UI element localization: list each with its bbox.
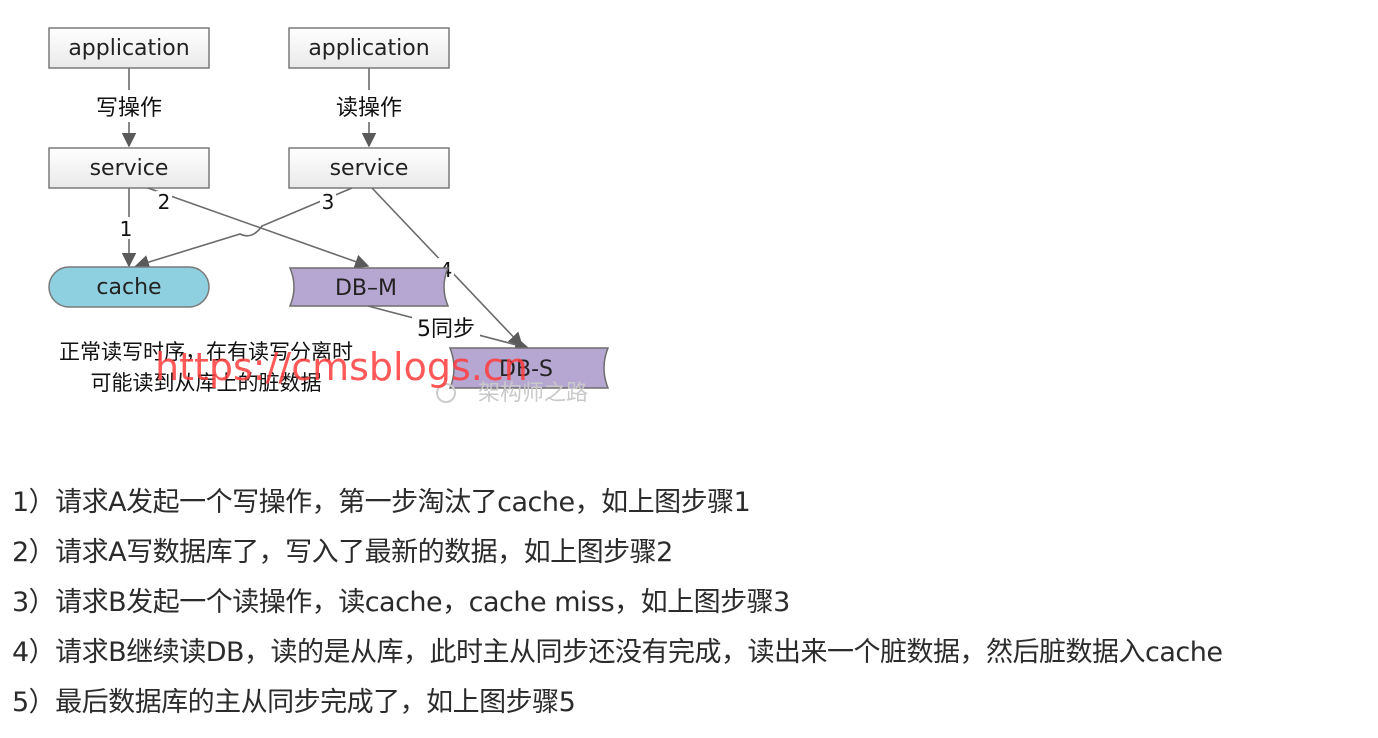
cache-db-sequence-diagram: application application 写操作 读操作 service … bbox=[48, 27, 610, 406]
application-right-label: application bbox=[308, 36, 429, 61]
db-slave-label: DB-S bbox=[499, 357, 553, 382]
faint-watermark: 架构师之路 bbox=[478, 381, 588, 406]
application-right-node: application bbox=[288, 27, 450, 69]
step-list: 1）请求A发起一个写操作，第一步淘汰了cache，如上图步骤1 2）请求A写数据… bbox=[12, 478, 1223, 728]
wechat-watermark-icon bbox=[436, 383, 456, 403]
step2-label: 2 bbox=[158, 190, 171, 214]
step3-label: 3 bbox=[322, 190, 335, 214]
step-item-3: 3）请求B发起一个读操作，读cache，cache miss，如上图步骤3 bbox=[12, 587, 790, 618]
db-master-label: DB–M bbox=[335, 276, 397, 301]
db-master-node: DB–M bbox=[288, 267, 450, 307]
step2-arrow bbox=[147, 187, 370, 269]
read-op-label: 读操作 bbox=[336, 96, 402, 121]
step5-sync-label: 5同步 bbox=[417, 317, 475, 342]
diagram-caption-line2: 可能读到从库上的脏数据 bbox=[91, 371, 322, 395]
service-left-node: service bbox=[48, 147, 210, 189]
step-item-1: 1）请求A发起一个写操作，第一步淘汰了cache，如上图步骤1 bbox=[12, 487, 751, 518]
application-left-label: application bbox=[68, 36, 189, 61]
step-item-2: 2）请求A写数据库了，写入了最新的数据，如上图步骤2 bbox=[12, 537, 673, 568]
cache-node: cache bbox=[48, 266, 210, 308]
service-right-label: service bbox=[330, 156, 409, 181]
diagram-caption-line1: 正常读写时序，在有读写分离时 bbox=[59, 340, 353, 364]
write-op-label: 写操作 bbox=[96, 96, 162, 121]
cache-label: cache bbox=[96, 275, 161, 300]
step3-arrow bbox=[134, 187, 353, 270]
service-right-node: service bbox=[288, 147, 450, 189]
step1-label: 1 bbox=[120, 217, 133, 241]
url-watermark: https://cmsblogs.cn bbox=[155, 345, 528, 389]
service-left-label: service bbox=[90, 156, 169, 181]
step-item-4: 4）请求B继续读DB，读的是从库，此时主从同步还没有完成，读出来一个脏数据，然后… bbox=[12, 637, 1223, 668]
step-item-5: 5）最后数据库的主从同步完成了，如上图步骤5 bbox=[12, 687, 576, 718]
db-slave-node: DB-S bbox=[448, 347, 610, 389]
application-left-node: application bbox=[48, 27, 210, 69]
